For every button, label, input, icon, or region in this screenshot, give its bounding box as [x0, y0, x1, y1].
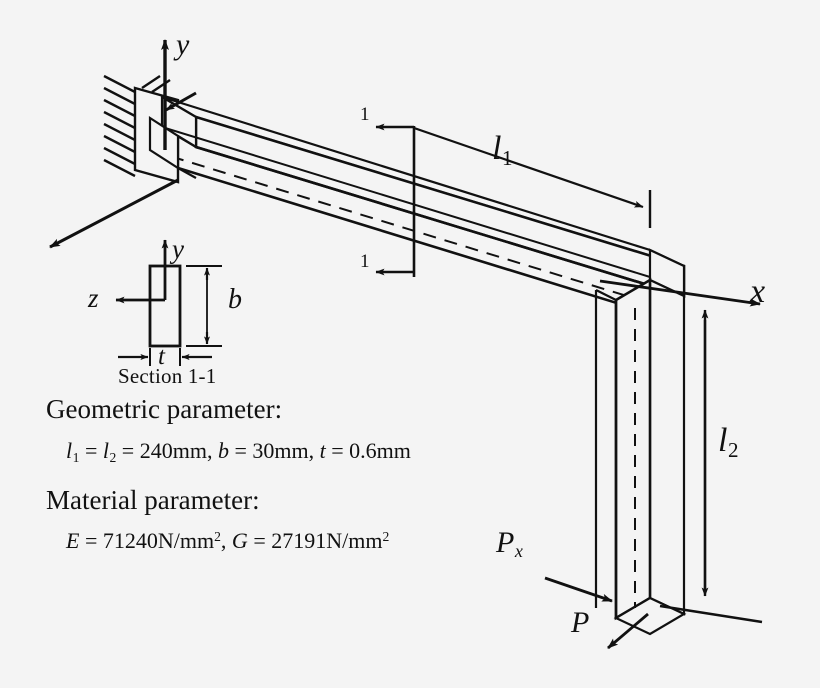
- mat-E: E: [66, 528, 80, 554]
- geo-b: b: [217, 438, 229, 463]
- vertical-beam-side-face: [648, 278, 686, 616]
- geo-comma2: ,: [308, 438, 320, 463]
- geo-eq1: =: [79, 438, 103, 463]
- px-subscript: x: [514, 541, 523, 562]
- section-t-label: t: [158, 343, 165, 370]
- l1-dimension: [413, 126, 652, 228]
- mat-E-exponent: 2: [214, 529, 221, 544]
- horizontal-beam-top-face: [161, 95, 685, 268]
- horizontal-beam-front-face: [194, 115, 686, 298]
- mat-G: G: [231, 528, 248, 554]
- geo-l2: l: [102, 438, 109, 463]
- section-z-axis-label: z: [88, 283, 99, 313]
- section-y-axis-label: y: [172, 234, 184, 264]
- l1-dimension-arrow: [413, 126, 644, 209]
- px-letter: P: [496, 526, 515, 559]
- l1-letter: l: [492, 130, 502, 167]
- section-b-label: b: [228, 284, 242, 315]
- p-force-label: P: [571, 606, 590, 639]
- horizontal-beam-front-bottom: [195, 145, 685, 298]
- mat-eq2: =: [247, 528, 272, 554]
- p-force-arrow: [607, 612, 649, 650]
- px-force-label: Px: [496, 526, 523, 562]
- geo-eq2: =: [116, 438, 140, 463]
- section-caption: Section 1-1: [118, 364, 217, 388]
- horizontal-beam: [148, 95, 686, 322]
- material-parameter-values: E = 71240N/mm2, G = 27191N/mm2: [66, 530, 389, 552]
- geometric-parameter-values: l1 = l2 = 240mm, b = 30mm, t = 0.6mm: [66, 438, 411, 465]
- section-detail: [115, 239, 222, 366]
- geo-t: t: [319, 438, 326, 463]
- section-rectangle: [148, 264, 182, 348]
- mat-eq1: =: [79, 528, 103, 554]
- beam-wall-join-top: [177, 135, 197, 148]
- l2-label: l2: [718, 424, 739, 461]
- l1-label: l1: [492, 132, 513, 169]
- mat-E-value: 71240N/mm: [102, 528, 215, 554]
- y-axis-label: y: [176, 28, 190, 61]
- material-parameter-heading: Material parameter:: [46, 485, 260, 515]
- geo-b-value: 30mm: [252, 438, 309, 463]
- geo-l1: l: [66, 438, 73, 463]
- horizontal-beam-hidden-edge: [149, 149, 641, 301]
- geo-eq4: =: [325, 438, 350, 463]
- global-axes: [49, 39, 763, 624]
- support-hatching: [103, 74, 171, 178]
- vertical-beam-front-face: [614, 277, 652, 621]
- geo-t-value: 0.6mm: [349, 438, 411, 463]
- vertical-beam: [594, 248, 687, 636]
- px-force-arrow: [544, 576, 613, 603]
- l2-subscript: 2: [727, 437, 739, 462]
- geo-l1-sub: 1: [72, 449, 80, 465]
- section-marker-bottom: 1: [360, 251, 370, 272]
- mat-G-value: 27191N/mm: [271, 528, 383, 554]
- corner-inner-join: [595, 289, 617, 301]
- x-axis-base-line: [659, 604, 763, 624]
- section-marker-top: 1: [360, 104, 370, 125]
- l2-letter: l: [718, 422, 728, 459]
- x-axis-line: [599, 279, 761, 307]
- geo-length-value: 240mm: [139, 438, 207, 463]
- z-axis-line: [49, 178, 179, 249]
- l1-subscript: 1: [501, 145, 513, 170]
- applied-forces: [544, 576, 649, 650]
- origin-arrow: [165, 91, 197, 112]
- mat-comma: ,: [220, 528, 232, 554]
- section-cut-1-1: [375, 123, 416, 277]
- geo-comma1: ,: [206, 438, 218, 463]
- geo-eq3: =: [228, 438, 253, 463]
- horizontal-beam-rear-edge: [161, 126, 651, 278]
- horizontal-beam-bottom-edge: [177, 166, 673, 322]
- x-axis-label: x: [750, 273, 766, 310]
- geometric-parameter-heading: Geometric parameter:: [46, 394, 283, 424]
- mat-G-exponent: 2: [382, 529, 390, 544]
- geo-l2-sub: 2: [109, 449, 117, 465]
